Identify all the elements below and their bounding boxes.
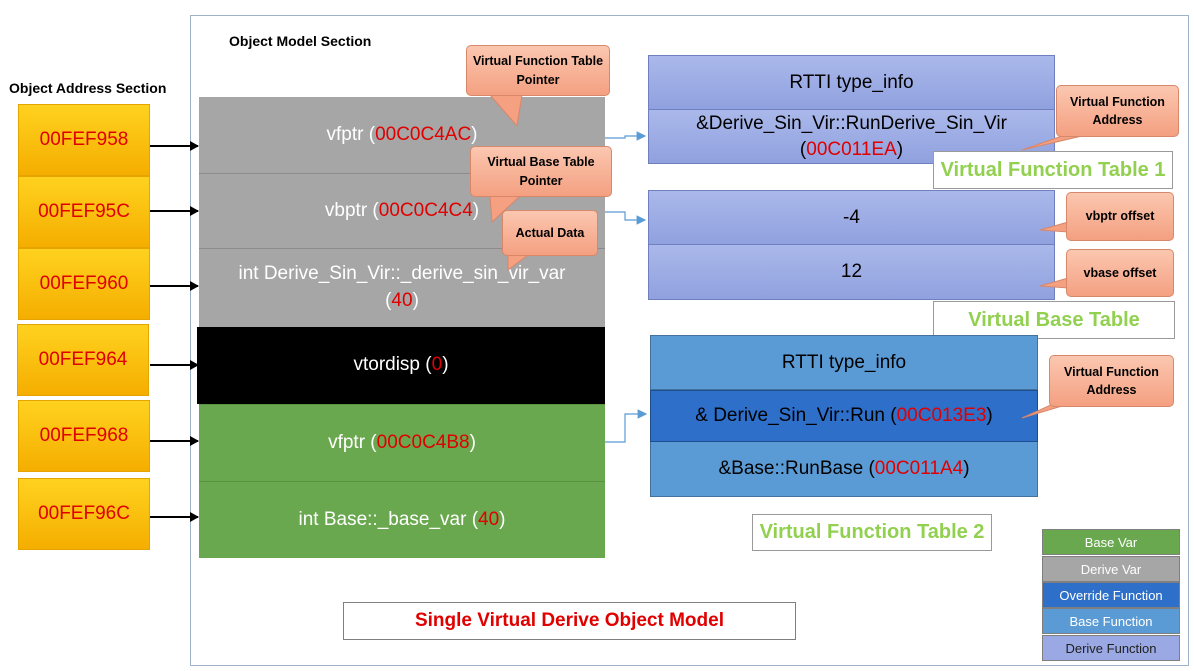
- legend-base-var: Base Var: [1042, 529, 1180, 555]
- object-address-section-title: Object Address Section: [9, 80, 167, 96]
- address-arrow: [150, 281, 199, 291]
- vbtable-row-vbase-offset: 12: [648, 245, 1055, 300]
- legend-override-function: Override Function: [1042, 582, 1180, 608]
- address-box: 00FEF964: [17, 324, 149, 396]
- derive-var-block: int Derive_Sin_Vir::_derive_sin_vir_var(…: [199, 249, 605, 327]
- address-arrow: [150, 206, 199, 216]
- object-model-section-title: Object Model Section: [229, 33, 372, 49]
- vtordisp-block: vtordisp (0): [197, 327, 605, 404]
- vbtable-row-vbptr-offset: -4: [648, 190, 1055, 245]
- address-box: 00FEF960: [18, 248, 150, 320]
- vbptr-connector: [605, 211, 647, 225]
- address-box: 00FEF95C: [18, 176, 150, 248]
- vftable1-title: Virtual Function Table 1: [933, 151, 1173, 189]
- vftable2-base-entry: &Base::RunBase (00C011A4): [650, 442, 1038, 497]
- vfptr-connector: [605, 131, 647, 141]
- address-arrow: [150, 512, 199, 522]
- base-vfptr-connector: [605, 409, 648, 443]
- callout-vbt-pointer: Virtual Base Table Pointer: [470, 146, 612, 197]
- vftable2-title: Virtual Function Table 2: [752, 514, 992, 551]
- callout-vbptr-offset: vbptr offset: [1066, 192, 1174, 241]
- address-box: 00FEF968: [18, 400, 150, 472]
- address-arrow: [150, 360, 199, 370]
- base-var-block: int Base::_base_var (40): [199, 481, 605, 558]
- address-box: 00FEF96C: [18, 478, 150, 550]
- vftable2-rtti: RTTI type_info: [650, 335, 1038, 390]
- vbtable-title: Virtual Base Table: [933, 301, 1175, 339]
- legend-derive-var: Derive Var: [1042, 556, 1180, 582]
- address-box: 00FEF958: [18, 104, 150, 176]
- callout-vf-address-1: Virtual Function Address: [1056, 85, 1179, 137]
- callout-actual-data: Actual Data: [502, 210, 598, 256]
- diagram-title: Single Virtual Derive Object Model: [343, 602, 796, 640]
- callout-vbase-offset: vbase offset: [1066, 249, 1174, 297]
- base-vfptr-block: vfptr (00C0C4B8): [199, 404, 605, 481]
- callout-vft-pointer: Virtual Function Table Pointer: [466, 45, 610, 96]
- address-arrow: [150, 436, 199, 446]
- object-model-frame: [190, 15, 1189, 666]
- legend-base-function: Base Function: [1042, 608, 1180, 634]
- table-connectors: [605, 131, 648, 443]
- address-arrow: [150, 141, 199, 151]
- vftable1-rtti: RTTI type_info: [648, 55, 1055, 110]
- vftable2-override-entry: & Derive_Sin_Vir::Run (00C013E3): [650, 390, 1038, 442]
- callout-vf-address-2: Virtual Function Address: [1049, 355, 1174, 407]
- legend-derive-function: Derive Function: [1042, 635, 1180, 661]
